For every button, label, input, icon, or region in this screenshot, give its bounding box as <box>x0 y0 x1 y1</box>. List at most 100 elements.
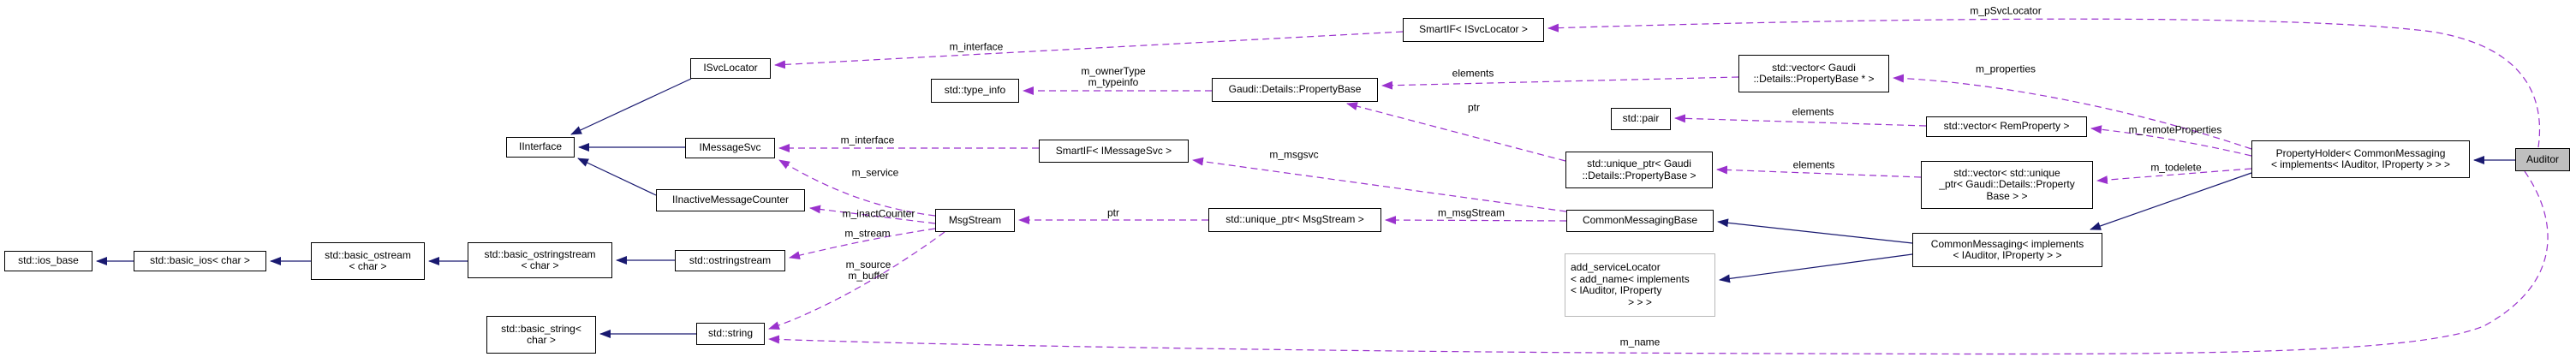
node-isvclocator[interactable]: ISvcLocator <box>690 58 771 79</box>
node-ostringstream[interactable]: std::ostringstream <box>675 250 785 271</box>
node-iinactive-message-counter[interactable]: IInactiveMessageCounter <box>656 189 805 211</box>
node-common-messaging-base[interactable]: CommonMessagingBase <box>1566 210 1714 232</box>
edge-label-m_service: m_service <box>851 166 899 179</box>
node-label: MsgStream <box>948 213 1002 226</box>
edge-label-ptr: ptr <box>1467 101 1481 114</box>
edge-label-m_pSvcLocator: m_pSvcLocator <box>1970 4 2042 17</box>
node-label: CommonMessagingBase <box>1582 214 1698 227</box>
node-unique-ptr-msgstream[interactable]: std::unique_ptr< MsgStream > <box>1208 208 1381 232</box>
node-label: Gaudi::Details::PropertyBase <box>1228 83 1362 96</box>
node-label: char > <box>527 334 556 346</box>
node-basic-ostringstream[interactable]: std::basic_ostringstream< char > <box>468 242 612 278</box>
node-basic-ios[interactable]: std::basic_ios< char > <box>134 251 266 271</box>
edge-vector-property-base-ptr-to-property-base <box>1381 76 1739 90</box>
node-label: std::vector< RemProperty > <box>1943 120 2070 133</box>
edge-label-elements: elements <box>1792 158 1835 171</box>
edge-common-messaging-to-add-service-locator <box>1719 253 1913 283</box>
edge-label-m_stream: m_stream <box>844 227 891 240</box>
edge-common-messaging-to-common-messaging-base <box>1717 218 1913 244</box>
node-label: std::unique_ptr< MsgStream > <box>1225 213 1364 226</box>
node-label: PropertyHolder< CommonMessaging <box>2275 146 2446 159</box>
edge-common-messaging-base-to-unique-ptr-msgstream <box>1385 216 1567 225</box>
node-label: std::pair <box>1622 112 1660 125</box>
node-smartif-imessagesvc[interactable]: SmartIF< IMessageSvc > <box>1039 140 1189 163</box>
edge-msgstream-to-std-string <box>768 231 945 330</box>
node-label: ::Details::PropertyBase > <box>1582 169 1696 181</box>
edge-unique-ptr-property-base-to-property-base <box>1346 102 1566 162</box>
node-vector-property-base-ptr[interactable]: std::vector< Gaudi::Details::PropertyBas… <box>1738 55 1889 92</box>
node-add-service-locator[interactable]: add_serviceLocator< add_name< implements… <box>1565 253 1715 317</box>
edge-label-m_interface: m_interface <box>840 134 895 146</box>
edge-label-m_interface: m_interface <box>949 40 1004 53</box>
node-std-pair[interactable]: std::pair <box>1611 108 1671 130</box>
node-label: std::ios_base <box>18 254 79 267</box>
edge-auditor-to-std-string <box>768 170 2549 355</box>
node-ios-base[interactable]: std::ios_base <box>4 251 92 271</box>
node-basic-ostream[interactable]: std::basic_ostream< char > <box>311 242 425 280</box>
node-label: add_serviceLocator <box>1571 261 1661 273</box>
node-label: ::Details::PropertyBase * > <box>1753 73 1875 85</box>
edge-label-m_properties: m_properties <box>1975 62 2036 75</box>
node-label: std::basic_ios< char > <box>150 254 250 267</box>
node-type-info[interactable]: std::type_info <box>931 79 1019 103</box>
node-label: std::basic_string< <box>501 322 581 335</box>
node-label: ISvcLocator <box>703 62 758 74</box>
edge-vector-unique-ptr-to-unique-ptr-property-base <box>1716 165 1922 178</box>
node-label: std::unique_ptr< Gaudi <box>1587 158 1691 170</box>
edge-label-m_msgStream: m_msgStream <box>1437 206 1506 219</box>
edge-label-m_todelete: m_todelete <box>2150 161 2202 174</box>
edge-label-m_msgsvc: m_msgsvc <box>1269 148 1319 161</box>
node-label: std::vector< std::unique <box>1953 166 2060 179</box>
edge-auditor-to-smartif-isvclocator <box>1547 18 2541 148</box>
edge-label-ptr: ptr <box>1106 206 1120 219</box>
node-basic-string[interactable]: std::basic_string<char > <box>486 316 596 354</box>
node-label: CommonMessaging< implements <box>1930 237 2084 250</box>
edge-property-holder-to-vector-rem-property <box>2090 125 2252 157</box>
node-property-base[interactable]: Gaudi::Details::PropertyBase <box>1212 78 1378 102</box>
edge-smartif-isvclocator-to-isvclocator <box>774 31 1404 69</box>
edge-property-holder-to-vector-unique-ptr <box>2096 168 2252 185</box>
node-unique-ptr-property-base[interactable]: std::unique_ptr< Gaudi::Details::Propert… <box>1565 152 1713 188</box>
edge-iinactive-message-counter-to-iinterface <box>577 158 657 196</box>
edge-msgstream-to-imessagesvc <box>778 159 936 217</box>
edge-vector-rem-property-to-std-pair <box>1674 114 1927 127</box>
node-label: _ptr< Gaudi::Details::Property <box>1939 178 2075 191</box>
node-label: std::string <box>707 327 754 340</box>
edge-common-messaging-base-to-smartif-imessagesvc <box>1192 157 1567 212</box>
node-msgstream[interactable]: MsgStream <box>935 209 1015 232</box>
edge-msgstream-to-iinactive-message-counter <box>809 205 936 224</box>
node-label: IMessageSvc <box>699 141 761 154</box>
node-label: IInterface <box>518 140 563 153</box>
node-auditor: Auditor <box>2515 148 2570 171</box>
edge-label-elements: elements <box>1452 67 1494 80</box>
node-label: std::vector< Gaudi <box>1772 61 1856 74</box>
node-label: SmartIF< ISvcLocator > <box>1419 23 1528 36</box>
node-std-string[interactable]: std::string <box>696 323 765 345</box>
edge-isvclocator-to-iinterface <box>570 78 692 135</box>
node-smartif-isvclocator[interactable]: SmartIF< ISvcLocator > <box>1403 18 1544 42</box>
node-vector-rem-property[interactable]: std::vector< RemProperty > <box>1926 116 2087 137</box>
node-property-holder[interactable]: PropertyHolder< CommonMessaging< impleme… <box>2251 140 2470 178</box>
edge-property-holder-to-common-messaging <box>2090 172 2252 230</box>
node-label: < char > <box>521 259 559 271</box>
edge-label-m_remoteProperties: m_remoteProperties <box>2128 123 2222 136</box>
node-vector-unique-ptr[interactable]: std::vector< std::unique_ptr< Gaudi::Det… <box>1921 161 2093 209</box>
edge-msgstream-to-ostringstream <box>789 228 936 260</box>
edge-label-m_name: m_name <box>1619 336 1661 348</box>
node-iinterface[interactable]: IInterface <box>506 137 575 158</box>
node-label: std::basic_ostream <box>325 248 411 261</box>
node-label: > > > <box>1628 295 1652 308</box>
node-common-messaging[interactable]: CommonMessaging< implements< IAuditor, I… <box>1912 233 2102 267</box>
node-label: std::basic_ostringstream <box>484 247 596 260</box>
node-label: std::ostringstream <box>689 253 772 266</box>
node-label: < add_name< implements <box>1571 272 1690 285</box>
node-label: std::type_info <box>944 84 1006 97</box>
edge-label-elements: elements <box>1792 105 1834 118</box>
node-label: < char > <box>349 260 387 272</box>
node-label: < IAuditor, IProperty <box>1571 284 1662 296</box>
node-imessagesvc[interactable]: IMessageSvc <box>685 138 775 158</box>
